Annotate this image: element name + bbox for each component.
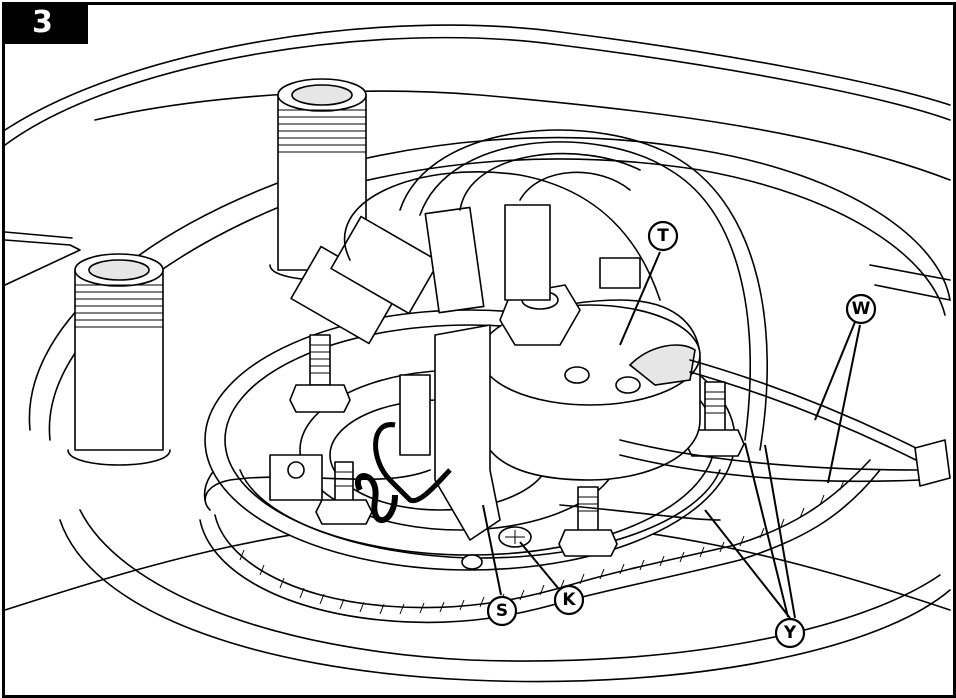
callout-k-label: K: [562, 590, 576, 610]
screw-k: [498, 526, 532, 548]
terminal-block: [269, 454, 323, 501]
callout-k: K: [519, 541, 585, 616]
callout-t: T: [619, 220, 679, 346]
callout-y: Y: [704, 442, 806, 649]
step-number-badge: 3: [2, 2, 88, 44]
callout-w: W: [814, 293, 877, 484]
ground-symbol: [461, 554, 483, 570]
wiring: [204, 129, 951, 523]
mounting-studs: [289, 334, 745, 557]
callout-t-label: T: [657, 226, 669, 246]
callout-w-label: W: [852, 299, 871, 319]
left-pipe: [67, 253, 171, 466]
bracket: [399, 324, 501, 541]
callout-y-label: Y: [783, 623, 797, 643]
thermostat-body: [479, 257, 701, 481]
callout-s-label: S: [496, 601, 508, 621]
connectors: [290, 204, 551, 345]
recessed-rim: [28, 136, 951, 683]
callout-s: S: [482, 504, 518, 627]
